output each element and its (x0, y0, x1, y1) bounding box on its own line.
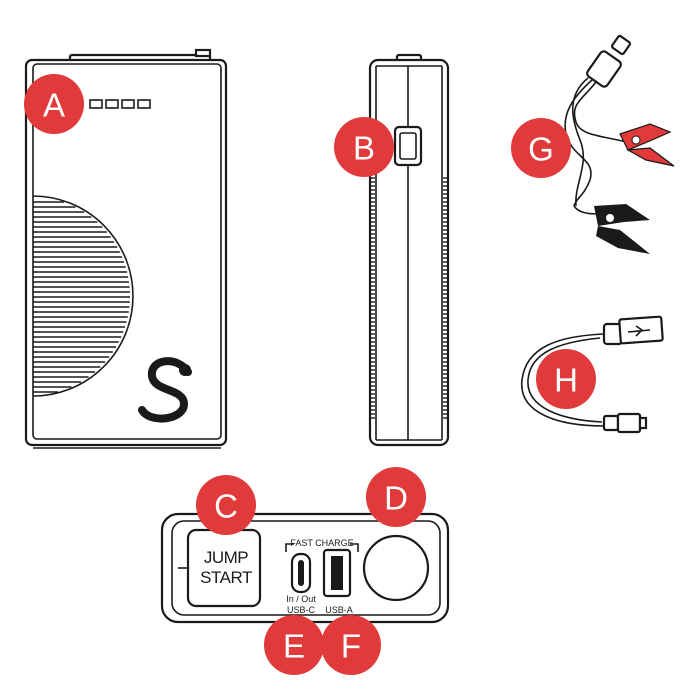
led-2 (105, 99, 119, 109)
marker-b-label: B (353, 130, 375, 167)
cable-black-wire-end (573, 205, 599, 215)
micro-usb-plug-tip (638, 416, 648, 430)
marker-a-label: A (43, 87, 65, 124)
side-vents (371, 177, 447, 419)
red-clamp-icon (619, 123, 675, 167)
snake-logo-icon (138, 357, 192, 423)
usb-a-port-inner (331, 556, 343, 590)
marker-e: E (264, 615, 324, 675)
fast-charge-label-bg (294, 538, 350, 548)
grille-outline (32, 195, 134, 397)
marker-h: H (536, 349, 596, 409)
marker-f: F (321, 615, 381, 675)
led-indicators (89, 99, 151, 109)
usb-c-port-inner (298, 560, 304, 586)
marker-e-label: E (283, 628, 305, 665)
marker-a: A (24, 74, 84, 134)
led-3 (121, 99, 135, 109)
fast-charge-label: FAST CHARGE (290, 538, 353, 548)
front-body (24, 58, 228, 447)
usb-symbol-icon (627, 325, 651, 337)
cable-black-wire-1 (564, 79, 593, 207)
cable-plug-body (586, 50, 622, 88)
marker-c-label: C (214, 488, 238, 525)
side-view (368, 53, 450, 447)
marker-h-label: H (554, 362, 578, 399)
jump-start-label-2: START (200, 568, 252, 587)
cable-black-wire-2 (572, 77, 589, 207)
side-button (393, 125, 423, 167)
jump-start-label-1: JUMP (204, 548, 248, 567)
clamp-cable (564, 34, 675, 254)
port-inner-border (171, 520, 441, 616)
micro-usb-plug-head (616, 412, 642, 434)
led-4 (137, 99, 151, 109)
usb-a-label: USB-A (325, 605, 353, 615)
front-top-tab (194, 48, 212, 58)
cable-red-wire (573, 81, 627, 143)
marker-f-label: F (341, 628, 361, 665)
marker-c: C (196, 475, 256, 535)
side-body (368, 58, 450, 447)
usb-cable-wire (521, 333, 605, 427)
marker-d: D (366, 467, 426, 527)
usb-cable (521, 315, 664, 434)
marker-g: G (511, 118, 571, 178)
black-clamp-icon (594, 204, 650, 254)
cable-plug-tip (610, 34, 632, 56)
front-grille (32, 195, 134, 397)
led-1 (89, 99, 103, 109)
marker-b: B (334, 117, 394, 177)
port-view: JUMP START FAST CHARGE In / Out USB-C US… (160, 512, 450, 624)
micro-usb-plug-body (602, 414, 620, 432)
usb-cable-wire-2 (527, 337, 603, 423)
marker-g-label: G (528, 131, 554, 168)
side-button-inner (399, 132, 417, 160)
usb-c-label-1: In / Out (286, 594, 316, 604)
front-view (24, 48, 228, 449)
marker-d-label: D (384, 480, 408, 517)
usb-c-label-2: USB-C (287, 605, 316, 615)
round-button (362, 534, 430, 602)
